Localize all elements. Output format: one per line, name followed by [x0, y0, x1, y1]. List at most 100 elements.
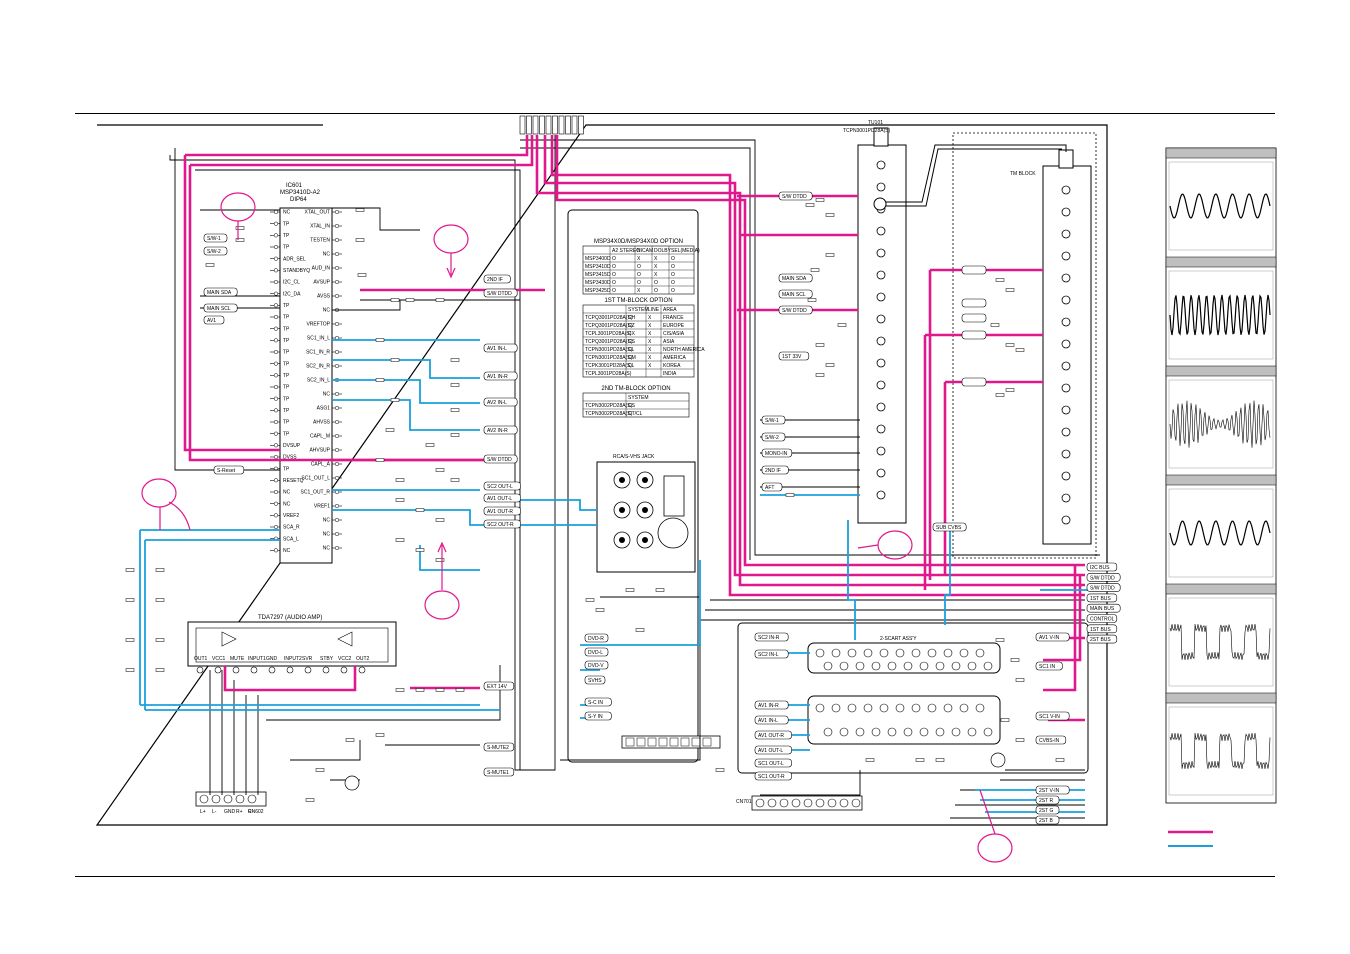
speaker-connector-label: L+ — [200, 809, 206, 815]
av-connector-pin — [636, 737, 646, 747]
tuner-pin — [1061, 273, 1071, 283]
waveform-panel-screen — [1168, 270, 1274, 360]
tuner-pin — [1061, 251, 1071, 261]
option-table-cell: CM — [628, 355, 636, 361]
net-label-text: SC2 OUT-L — [487, 484, 513, 490]
option-table-cell: NICAM — [637, 248, 653, 254]
net-label-text: MAIN SCL — [782, 292, 806, 298]
passive-component — [635, 628, 645, 632]
tuner-pin — [876, 336, 886, 346]
ic-main-pin-dot — [273, 233, 279, 238]
net-label-text: 2ST R — [1039, 798, 1053, 804]
passive-component — [415, 688, 425, 692]
ic-main-right-pin-label: NC — [323, 518, 331, 524]
tuner-pin — [1061, 295, 1071, 305]
net-label-box — [961, 313, 987, 323]
scart-pin — [895, 703, 905, 713]
net-label-text: 1ST BUS — [1090, 627, 1111, 633]
ic-main-right-pin-label: SC2_IN_R — [306, 364, 330, 370]
passive-component — [125, 568, 135, 572]
ic-main-pin-dot — [273, 291, 279, 296]
net-label-text: AV1 OUT-R — [487, 509, 513, 515]
av-connector-pin — [691, 737, 701, 747]
ic-main-pin-dot — [334, 293, 340, 299]
net-label-text: AV1 IN-L — [758, 718, 778, 724]
option-table-cell: MSP3415D — [585, 272, 611, 278]
ic-main-pin-dot — [273, 431, 279, 436]
second-tuner: TM BLOCK — [952, 132, 1097, 559]
av-jack-center — [619, 537, 625, 543]
ic-main-left-pin-label: DVSUP — [283, 443, 301, 449]
net-label-box — [754, 758, 792, 768]
option-table-cell: O — [637, 272, 641, 278]
option-table-cell: O — [612, 272, 616, 278]
scart-pin — [967, 727, 977, 737]
net-label-box — [483, 454, 518, 464]
tuner-pin — [876, 160, 886, 170]
net-label-box — [961, 377, 987, 387]
ic-main-right-pin-label: SC2_IN_L — [307, 378, 330, 384]
net-label-box — [483, 371, 518, 381]
ic-main-pin-dot — [273, 524, 279, 530]
net-label-box — [1086, 624, 1118, 634]
waveform-panel-screen — [1168, 379, 1274, 469]
tuner-pin — [876, 226, 886, 236]
net-label-box — [754, 632, 789, 642]
net-label-box — [584, 647, 609, 657]
ic-main-left-pin-label: TP — [283, 385, 290, 391]
bottom-connector-ref: CN701 — [736, 799, 752, 805]
scart-pin — [895, 648, 905, 658]
tuner-pin — [1061, 493, 1071, 503]
scart-pin — [959, 648, 969, 658]
ic-amp-pin-label: GND — [266, 656, 278, 662]
main-audio-ic: IC601 MSP3410D-A2 DIP64 NCTPTPTPADR_SELS… — [270, 183, 342, 564]
ic-main-left-pin-label: RESETQ — [283, 478, 304, 484]
passive-component — [155, 598, 165, 602]
ic-main-pin-dot — [273, 244, 279, 250]
scart-pin — [983, 661, 993, 671]
ic-main-pin-dot — [273, 548, 279, 553]
ic-main-pin-dot — [334, 419, 340, 425]
ic-main-pin-dot — [273, 489, 279, 495]
ic-main-right-pin-label: XTAL_IN — [310, 224, 330, 230]
net-label-box — [754, 649, 789, 659]
option-table-cell: AREA — [663, 307, 677, 313]
top-connector-pin — [565, 115, 571, 135]
net-label-text: SC1 V-IN — [1039, 714, 1060, 720]
ic-amp-pin-label: OUT2 — [356, 656, 370, 662]
option-table-cell: X — [648, 315, 652, 321]
ic-amp-pin-label: VCC1 — [212, 656, 226, 662]
ic-main-left-pin-label: TP — [283, 431, 290, 437]
ic-main-pin-dot — [273, 513, 279, 518]
net-label-box — [483, 397, 518, 407]
option-table-cell: EUROPE — [663, 323, 685, 329]
option-table-cell: O — [612, 288, 616, 294]
scart-pin — [879, 648, 889, 658]
scart-pin — [855, 727, 865, 737]
ic-main-pin-dot — [273, 478, 279, 483]
ic-main-pin-dot — [334, 363, 340, 369]
tuner-pin — [1061, 339, 1071, 349]
passive-component — [435, 688, 445, 692]
scart-pin — [815, 703, 825, 713]
svhs-socket — [657, 517, 689, 549]
ic-amp-pin-label: VCC2 — [338, 656, 352, 662]
speaker-connector-label: GND — [224, 809, 236, 815]
passive-component — [390, 298, 400, 302]
ic-amp-pin-label: OUT1 — [194, 656, 208, 662]
net-label-text: S/W-1 — [765, 418, 779, 424]
net-label-text: SC2 IN-R — [758, 635, 780, 641]
tuner1-ref: TU101 — [868, 120, 883, 126]
ic-main-right-pin-label: AHVSS — [313, 420, 331, 426]
tuner-pin — [876, 314, 886, 324]
net-label-box — [754, 700, 789, 710]
top-connector-pin — [545, 115, 552, 135]
tuner-pin — [876, 182, 886, 192]
ic-main-pin-dot — [334, 545, 340, 551]
av-connector-pin — [625, 737, 635, 747]
ic-main-pin-dot — [273, 209, 279, 215]
scart-label: 2-SCART ASS'Y — [880, 636, 917, 642]
option-table-cell: O — [671, 264, 675, 270]
